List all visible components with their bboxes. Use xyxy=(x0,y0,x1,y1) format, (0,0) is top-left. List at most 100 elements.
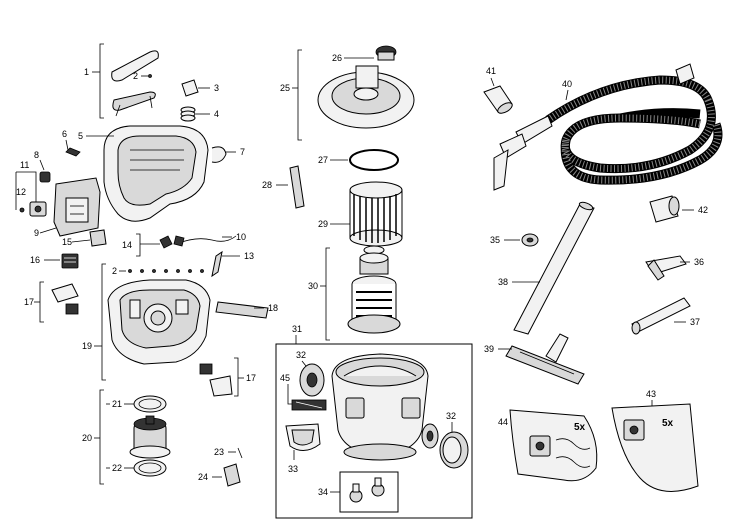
callout-37: 37 xyxy=(690,317,700,327)
bracket-17a xyxy=(39,281,44,323)
paper-filter-bag-part xyxy=(509,409,598,482)
callout-41: 41 xyxy=(486,66,496,76)
bag-qty-paper: 5x xyxy=(574,422,586,433)
gasket-lower-part xyxy=(133,459,167,477)
wheel-part xyxy=(299,363,325,397)
cable-part xyxy=(175,235,237,245)
callout-34: 34 xyxy=(318,487,328,497)
nozzle-adapter-part xyxy=(649,195,680,223)
floor-nozzle-part xyxy=(505,333,585,385)
grille-part xyxy=(61,253,79,269)
callout-30: 30 xyxy=(308,281,318,291)
callout-45: 45 xyxy=(280,373,290,383)
callout-6: 6 xyxy=(62,129,67,139)
callout-14: 14 xyxy=(122,240,132,250)
callout-5: 5 xyxy=(78,131,83,141)
callout-43: 43 xyxy=(646,389,656,399)
callout-35: 35 xyxy=(490,235,500,245)
filter-cover-part xyxy=(89,229,107,247)
callout-38: 38 xyxy=(498,277,508,287)
callout-28: 28 xyxy=(262,180,272,190)
callout-33: 33 xyxy=(288,464,298,474)
bracket-19 xyxy=(101,263,106,381)
callout-40: 40 xyxy=(562,79,572,89)
screws-row xyxy=(128,269,204,273)
bracket-1 xyxy=(99,43,104,119)
switch-part xyxy=(19,201,47,217)
callout-16: 16 xyxy=(30,255,40,265)
fleece-filter-bag-part xyxy=(611,403,699,492)
motor-head-cover-part xyxy=(103,125,209,222)
cable-holder-part xyxy=(159,235,185,249)
hook-part xyxy=(211,250,223,278)
callout-36: 36 xyxy=(694,257,704,267)
hose-clip-part xyxy=(521,233,539,247)
crevice-tool-part xyxy=(645,255,687,281)
castors-part xyxy=(349,477,385,503)
callout-25: 25 xyxy=(280,83,290,93)
callout-24: 24 xyxy=(198,472,208,482)
motor-part xyxy=(129,415,171,459)
spring-part xyxy=(180,106,196,122)
bracket-17b xyxy=(234,357,239,397)
latch-part xyxy=(181,79,199,97)
control-panel-part xyxy=(53,177,101,237)
bracket-30 xyxy=(325,247,330,341)
callout-9: 9 xyxy=(34,228,39,238)
clip-part xyxy=(211,146,227,163)
filter-basket-lid-part xyxy=(317,65,415,129)
float-valve-part xyxy=(375,45,397,61)
seal-plate-part xyxy=(51,283,79,315)
filter-strip-part xyxy=(215,301,269,319)
callout-20: 20 xyxy=(82,433,92,443)
callout-1: 1 xyxy=(84,67,89,77)
callout-18: 18 xyxy=(268,303,278,313)
castor-box xyxy=(339,471,399,513)
dirt-container-part xyxy=(331,353,429,461)
bracket-25 xyxy=(297,49,302,141)
callout-17b: 17 xyxy=(246,373,256,383)
callout-17a: 17 xyxy=(24,297,34,307)
callout-10: 10 xyxy=(236,232,246,242)
callout-8: 8 xyxy=(34,150,39,160)
callout-19: 19 xyxy=(82,341,92,351)
container-box xyxy=(275,343,473,519)
callout-7: 7 xyxy=(240,147,245,157)
callout-2a: 2 xyxy=(133,71,138,81)
callout-22: 22 xyxy=(112,463,122,473)
carrying-handle-part xyxy=(111,50,159,117)
wheel-large-part xyxy=(439,431,469,469)
adapter-part xyxy=(483,85,513,114)
callout-21: 21 xyxy=(112,399,122,409)
callout-3: 3 xyxy=(214,83,219,93)
bracket-20 xyxy=(99,389,104,485)
cartridge-filter-part xyxy=(349,181,403,247)
motor-housing-part xyxy=(107,279,211,365)
pin-part xyxy=(237,447,243,459)
gasket-upper-part xyxy=(133,395,167,413)
callout-11: 11 xyxy=(20,160,29,170)
suction-hose-part xyxy=(493,63,723,191)
holder-part xyxy=(285,423,321,451)
callout-39: 39 xyxy=(484,344,494,354)
filter-seal-part xyxy=(349,149,399,171)
seal-plate-part-2 xyxy=(199,363,233,397)
crevice-nozzle-part xyxy=(631,297,691,335)
callout-44: 44 xyxy=(498,417,508,427)
clamp-part xyxy=(223,463,241,487)
callout-29: 29 xyxy=(318,219,328,229)
callout-23: 23 xyxy=(214,447,224,457)
callout-15: 15 xyxy=(62,237,72,247)
callout-27: 27 xyxy=(318,155,328,165)
filter-pad-part xyxy=(291,399,327,411)
bag-qty-fleece: 5x xyxy=(662,418,674,429)
callout-32b: 32 xyxy=(446,411,456,421)
callout-42: 42 xyxy=(698,205,708,215)
wheel-right-part xyxy=(421,423,439,449)
callout-32a: 32 xyxy=(296,350,306,360)
float-cage-part xyxy=(347,245,401,334)
callout-13: 13 xyxy=(244,251,254,261)
extension-tube-part xyxy=(513,201,595,335)
callout-26: 26 xyxy=(332,53,342,63)
callout-2b: 2 xyxy=(112,266,117,276)
